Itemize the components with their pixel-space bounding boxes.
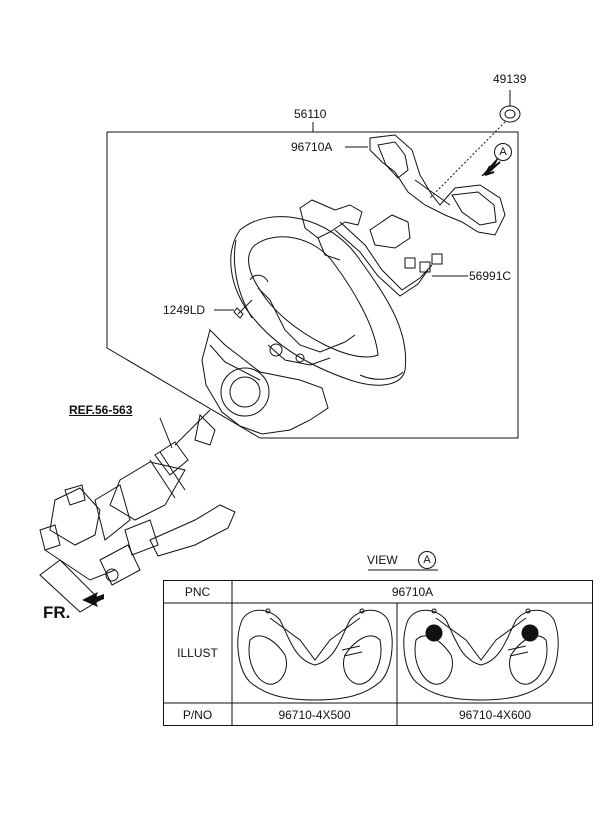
pno-header: P/NO [182,707,213,722]
pnc-value: 96710A [391,584,434,599]
pnc-header: PNC [184,584,211,599]
illust-96710-4x600 [403,608,559,701]
module-component [369,214,411,249]
label-49139: 49139 [493,72,527,86]
bolt-1249ld [233,299,253,319]
illust-header: ILLUST [177,646,218,660]
steering-wheel [230,216,407,386]
illust-96710-4x500 [237,608,393,701]
lower-cover [201,329,329,435]
label-ref: REF.56-563 [69,403,133,417]
leader-49139-axis [429,121,506,199]
label-56110: 56110 [294,107,327,121]
label-56991c: 56991C [469,269,512,283]
nut-49139 [499,105,521,123]
pno-value-2: 96710-4X600 [458,707,532,722]
view-a-marker: A [494,143,512,161]
view-title: VIEW [367,553,398,567]
label-96710a: 96710A [291,140,333,154]
view-a-table [163,580,593,726]
button-left [425,624,443,642]
leader-ref [159,417,173,449]
wire-harness-56991c [334,221,443,297]
remote-switch-96710a [369,134,506,236]
front-arrow [82,592,104,607]
label-1249ld: 1249LD [163,303,206,317]
button-right [521,624,539,642]
bracket-component [299,199,363,261]
view-title-circle: A [418,551,436,569]
label-front: FR. [43,603,71,622]
pno-value-1: 96710-4X500 [278,707,351,722]
assembly-box [106,131,519,439]
